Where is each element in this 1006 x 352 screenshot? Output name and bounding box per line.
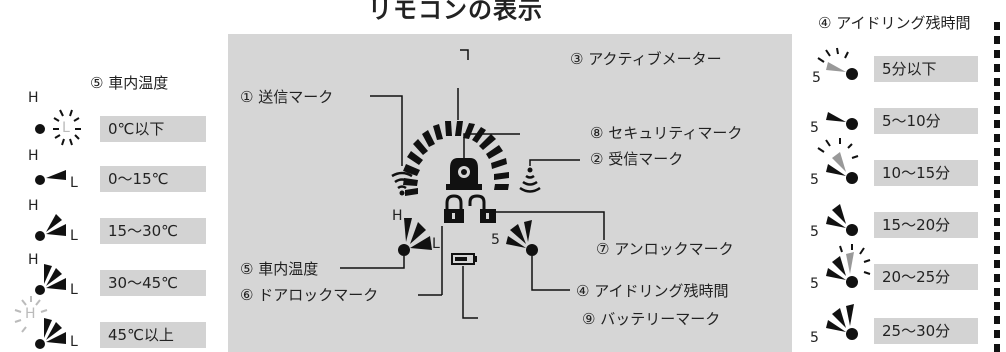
temp-row5-icon bbox=[14, 296, 66, 349]
temp-row5-h: H bbox=[25, 306, 36, 322]
idle-row2-icon bbox=[826, 112, 858, 130]
temp-row3-box: 15～30℃ bbox=[100, 218, 206, 244]
idle-row5-five: 5 bbox=[810, 276, 819, 292]
temp-row5-l: L bbox=[70, 334, 78, 350]
idle-row3-box: 10～15分 bbox=[874, 160, 978, 186]
receive-icon bbox=[519, 159, 580, 193]
idle-row3-icon bbox=[817, 138, 859, 184]
temp-h-label: H bbox=[28, 148, 39, 164]
idle-row4-five: 5 bbox=[810, 224, 819, 240]
center-temp-icon bbox=[340, 218, 432, 269]
security-icon bbox=[446, 133, 520, 190]
display-panel bbox=[228, 34, 792, 352]
center-temp-l: L bbox=[432, 236, 440, 252]
idle-row6-box: 25～30分 bbox=[874, 318, 978, 344]
idle-row4-box: 15～20分 bbox=[874, 212, 978, 238]
page-title: リモコンの表示 bbox=[368, 0, 543, 24]
send-icon bbox=[370, 95, 413, 196]
temp-row2-l: L bbox=[70, 175, 78, 191]
temp-legend-header: ⑤ 車内温度 bbox=[90, 74, 169, 92]
idle-row5-box: 20～25分 bbox=[874, 264, 978, 290]
idle-row4-icon bbox=[826, 204, 858, 236]
active-meter bbox=[403, 49, 509, 196]
temp-h-label: H bbox=[28, 198, 39, 214]
door-lock-icon bbox=[444, 194, 464, 223]
center-idle-five: 5 bbox=[491, 232, 500, 248]
label-battery: ⑨ バッテリーマーク bbox=[582, 310, 721, 328]
dashed-border bbox=[994, 22, 1000, 352]
temp-row3-icon bbox=[35, 214, 66, 241]
temp-row1-icon bbox=[35, 109, 81, 146]
label-active-meter: ③ アクティブメーター bbox=[570, 50, 722, 68]
label-receive: ② 受信マーク bbox=[590, 150, 684, 168]
label-door-lock: ⑥ ドアロックマーク bbox=[240, 286, 379, 304]
temp-row2-box: 0～15℃ bbox=[100, 166, 206, 192]
temp-row1-l: L bbox=[62, 120, 70, 136]
label-send: ① 送信マーク bbox=[240, 88, 334, 106]
unlock-icon bbox=[468, 194, 605, 240]
temp-row2-icon bbox=[35, 170, 66, 185]
idle-row6-icon bbox=[826, 304, 858, 340]
idle-legend-header: ④ アイドリング残時間 bbox=[818, 14, 971, 32]
idle-row1-icon bbox=[817, 47, 858, 80]
battery-icon bbox=[418, 226, 478, 319]
idle-row2-box: 5～10分 bbox=[874, 108, 978, 134]
idle-row6-five: 5 bbox=[810, 330, 819, 346]
temp-row4-box: 30～45℃ bbox=[100, 270, 206, 296]
temp-h-label: H bbox=[28, 90, 39, 106]
temp-h-label: H bbox=[28, 252, 39, 268]
center-idle-icon bbox=[506, 220, 570, 291]
temp-row4-icon bbox=[35, 264, 66, 295]
idle-row3-five: 5 bbox=[810, 172, 819, 188]
label-temp: ⑤ 車内温度 bbox=[240, 260, 319, 278]
idle-row5-icon bbox=[826, 244, 871, 288]
label-idle-time: ④ アイドリング残時間 bbox=[576, 282, 729, 300]
label-security: ⑧ セキュリティマーク bbox=[590, 124, 743, 142]
center-temp-h: H bbox=[392, 208, 403, 224]
temp-row4-l: L bbox=[70, 282, 78, 298]
temp-row1-box: 0℃以下 bbox=[100, 116, 206, 142]
temp-row3-l: L bbox=[70, 228, 78, 244]
temp-row5-box: 45℃以上 bbox=[100, 322, 206, 348]
idle-row1-five: 5 bbox=[812, 70, 821, 86]
idle-row2-five: 5 bbox=[810, 120, 819, 136]
idle-row1-box: 5分以下 bbox=[874, 56, 978, 82]
label-unlock: ⑦ アンロックマーク bbox=[596, 240, 734, 258]
